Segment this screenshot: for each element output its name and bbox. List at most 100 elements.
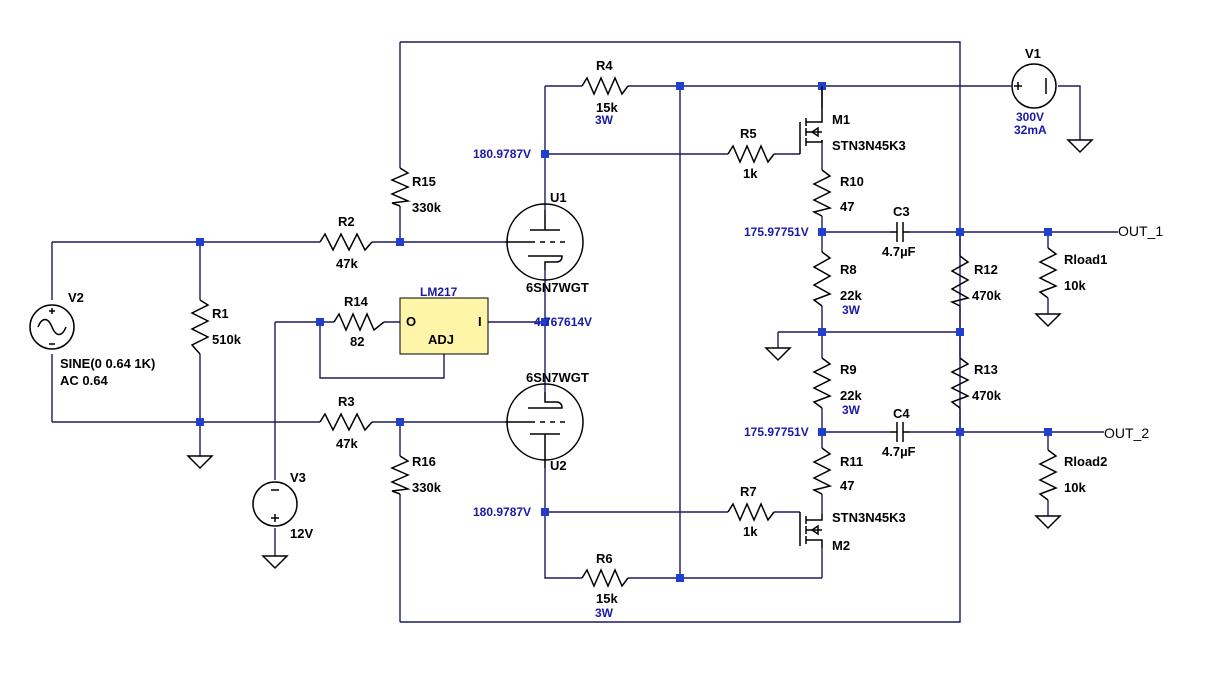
voltage-cathode: 4.767614V (534, 315, 592, 329)
svg-text:R15: R15 (412, 174, 436, 189)
svg-text:LM217: LM217 (420, 285, 458, 299)
svg-text:470k: 470k (972, 288, 1002, 303)
svg-text:330k: 330k (412, 200, 442, 215)
svg-text:R16: R16 (412, 454, 436, 469)
resistor-r9: R9 22k 3W (812, 357, 862, 417)
svg-text:U2: U2 (550, 458, 567, 473)
node-voltages: 180.9787V 180.9787V 4.767614V 175.97751V… (473, 147, 809, 519)
svg-text:M1: M1 (832, 112, 850, 127)
svg-text:M2: M2 (832, 538, 850, 553)
svg-text:4.7µF: 4.7µF (882, 244, 916, 259)
svg-text:C4: C4 (893, 406, 910, 421)
svg-text:510k: 510k (212, 332, 242, 347)
svg-text:4.7µF: 4.7µF (882, 444, 916, 459)
svg-text:1k: 1k (743, 166, 758, 181)
resistor-r5: R5 1k (727, 126, 775, 181)
resistor-r11: R11 47 (811, 447, 863, 495)
resistor-r14: R14 82 (333, 294, 385, 349)
triode-u2: 6SN7WGT U2 (505, 370, 589, 473)
svg-text:10k: 10k (1064, 480, 1086, 495)
svg-text:3W: 3W (595, 113, 614, 127)
mosfet-m1: M1 STN3N45K3 (799, 86, 906, 154)
svg-text:47: 47 (840, 478, 854, 493)
svg-text:3W: 3W (842, 303, 861, 317)
svg-text:R3: R3 (338, 394, 355, 409)
svg-text:AC 0.64: AC 0.64 (60, 373, 108, 388)
resistor-r7: R7 1k (727, 484, 775, 539)
source-v1: V1 300V 32mA (1010, 46, 1057, 137)
svg-text:300V: 300V (1016, 110, 1044, 124)
svg-text:R10: R10 (840, 174, 864, 189)
svg-text:Rload1: Rload1 (1064, 252, 1107, 267)
triode-u1: U1 6SN7WGT (505, 190, 589, 295)
svg-text:R6: R6 (596, 551, 613, 566)
svg-text:U1: U1 (550, 190, 567, 205)
voltage-u1-grid: 180.9787V (473, 147, 531, 161)
svg-text:R11: R11 (840, 454, 863, 469)
svg-text:6SN7WGT: 6SN7WGT (526, 280, 589, 295)
svg-text:R8: R8 (840, 262, 857, 277)
resistor-r12: R12 470k (949, 255, 1002, 307)
resistor-r2: R2 47k (319, 214, 373, 271)
svg-text:V3: V3 (290, 470, 306, 485)
resistor-r10: R10 47 (811, 169, 864, 217)
resistor-r6: R6 15k 3W (581, 551, 629, 620)
svg-text:6SN7WGT: 6SN7WGT (526, 370, 589, 385)
svg-text:1k: 1k (743, 524, 758, 539)
source-v3: V3 12V (252, 470, 313, 541)
svg-text:R4: R4 (596, 58, 613, 73)
regulator-lm217: LM217 O I ADJ (399, 285, 489, 355)
voltage-u2-grid: 180.9787V (473, 505, 531, 519)
voltage-out1-source: 175.97751V (744, 225, 809, 239)
resistor-r3: R3 47k (319, 394, 373, 451)
svg-text:82: 82 (350, 334, 364, 349)
svg-text:3W: 3W (595, 606, 614, 620)
svg-text:22k: 22k (840, 288, 862, 303)
svg-text:R5: R5 (740, 126, 757, 141)
capacitor-c3: C3 4.7µF (882, 204, 916, 259)
ground-symbols (186, 139, 1094, 570)
svg-text:Rload2: Rload2 (1064, 454, 1107, 469)
svg-text:22k: 22k (840, 388, 862, 403)
svg-text:R7: R7 (740, 484, 757, 499)
svg-text:47: 47 (840, 199, 854, 214)
svg-text:R1: R1 (212, 306, 229, 321)
svg-text:47k: 47k (336, 436, 358, 451)
svg-text:10k: 10k (1064, 278, 1086, 293)
svg-text:15k: 15k (596, 591, 618, 606)
resistor-r4: R4 15k 3W (581, 58, 629, 127)
svg-text:12V: 12V (290, 526, 313, 541)
resistor-rload2: Rload2 10k (1038, 449, 1107, 501)
svg-text:STN3N45K3: STN3N45K3 (832, 510, 906, 525)
svg-text:R12: R12 (974, 262, 998, 277)
svg-text:15k: 15k (596, 100, 618, 115)
svg-text:R9: R9 (840, 362, 857, 377)
svg-text:470k: 470k (972, 388, 1002, 403)
resistor-r15: R15 330k (390, 167, 442, 215)
source-v2: V2 SINE(0 0.64 1K) AC 0.64 (29, 290, 155, 388)
svg-text:R14: R14 (344, 294, 369, 309)
svg-text:R2: R2 (338, 214, 355, 229)
mosfet-m2: STN3N45K3 M2 (799, 510, 906, 553)
resistor-r1: R1 510k (190, 299, 242, 355)
resistor-r8: R8 22k 3W (812, 251, 862, 317)
svg-text:R13: R13 (974, 362, 998, 377)
net-labels: OUT_1 OUT_2 (1104, 223, 1163, 441)
svg-text:V2: V2 (68, 290, 84, 305)
svg-text:STN3N45K3: STN3N45K3 (832, 138, 906, 153)
voltage-out2-source: 175.97751V (744, 425, 809, 439)
svg-text:ADJ: ADJ (428, 332, 454, 347)
wires (51, 41, 1118, 623)
svg-text:I: I (478, 314, 482, 329)
svg-text:C3: C3 (893, 204, 910, 219)
svg-text:V1: V1 (1025, 46, 1041, 61)
resistor-rload1: Rload1 10k (1038, 247, 1107, 299)
resistor-r13: R13 470k (950, 357, 1002, 409)
net-label-out2: OUT_2 (1104, 425, 1149, 441)
net-label-out1: OUT_1 (1118, 223, 1163, 239)
resistor-r16: R16 330k (390, 454, 442, 495)
svg-text:3W: 3W (842, 403, 861, 417)
svg-text:O: O (406, 314, 416, 329)
